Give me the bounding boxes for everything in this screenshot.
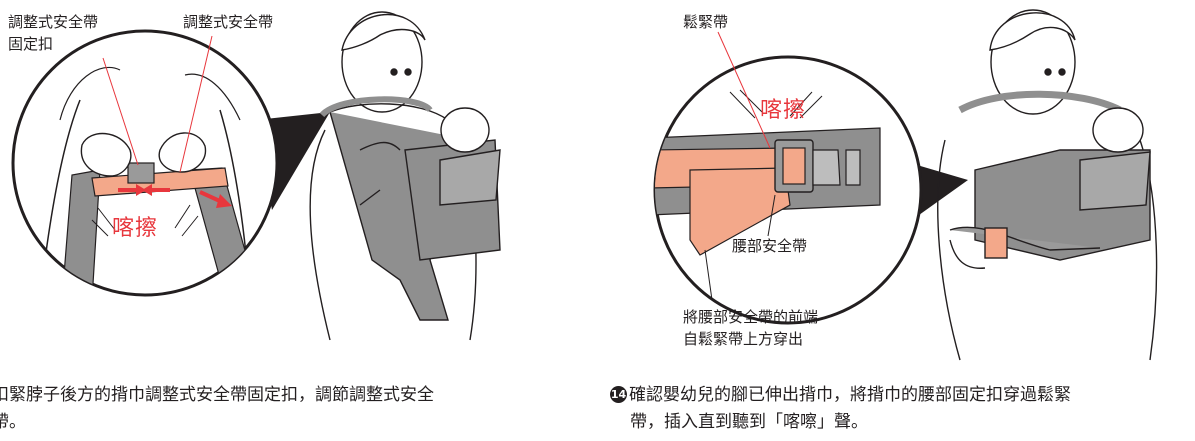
leader-line-waist bbox=[767, 194, 776, 237]
right-caption-line2: 帶，插入直到聽到「喀嚓」聲。 bbox=[630, 412, 868, 432]
click-sound-label-left: 喀擦 bbox=[112, 216, 159, 241]
left-caption-line2: 帶。 bbox=[0, 412, 26, 432]
label-waist-belt: 腰部安全帶 bbox=[732, 237, 808, 255]
leader-line-tightener bbox=[717, 31, 771, 149]
note-line1: 將腰部安全帶的前端 bbox=[683, 308, 819, 326]
note-line2: 自鬆緊帶上方穿出 bbox=[683, 330, 804, 348]
label-buckle-line1: 調整式安全帶 bbox=[8, 13, 99, 31]
label-buckle-line2: 固定扣 bbox=[8, 35, 54, 53]
left-caption-line1: 扣緊脖子後方的揹巾調整式安全帶固定扣，調節調整式安全 bbox=[0, 385, 434, 405]
right-zoom-circle bbox=[653, 55, 968, 325]
label-tightener: 鬆緊帶 bbox=[683, 13, 729, 31]
leader-line-note bbox=[704, 249, 713, 301]
left-zoom-circle bbox=[11, 29, 330, 297]
click-sound-label-right: 喀擦 bbox=[760, 98, 807, 123]
right-person-illustration bbox=[937, 9, 1158, 361]
leader-line-strap bbox=[179, 35, 213, 173]
left-person-illustration bbox=[309, 11, 501, 341]
step-number-badge: 14 bbox=[610, 386, 627, 403]
leader-line-buckle bbox=[102, 57, 139, 166]
right-caption-line1-text: 確認嬰幼兒的腳已伸出揹巾，將揹巾的腰部固定扣穿過鬆緊 bbox=[629, 385, 1071, 405]
label-strap: 調整式安全帶 bbox=[183, 13, 274, 31]
